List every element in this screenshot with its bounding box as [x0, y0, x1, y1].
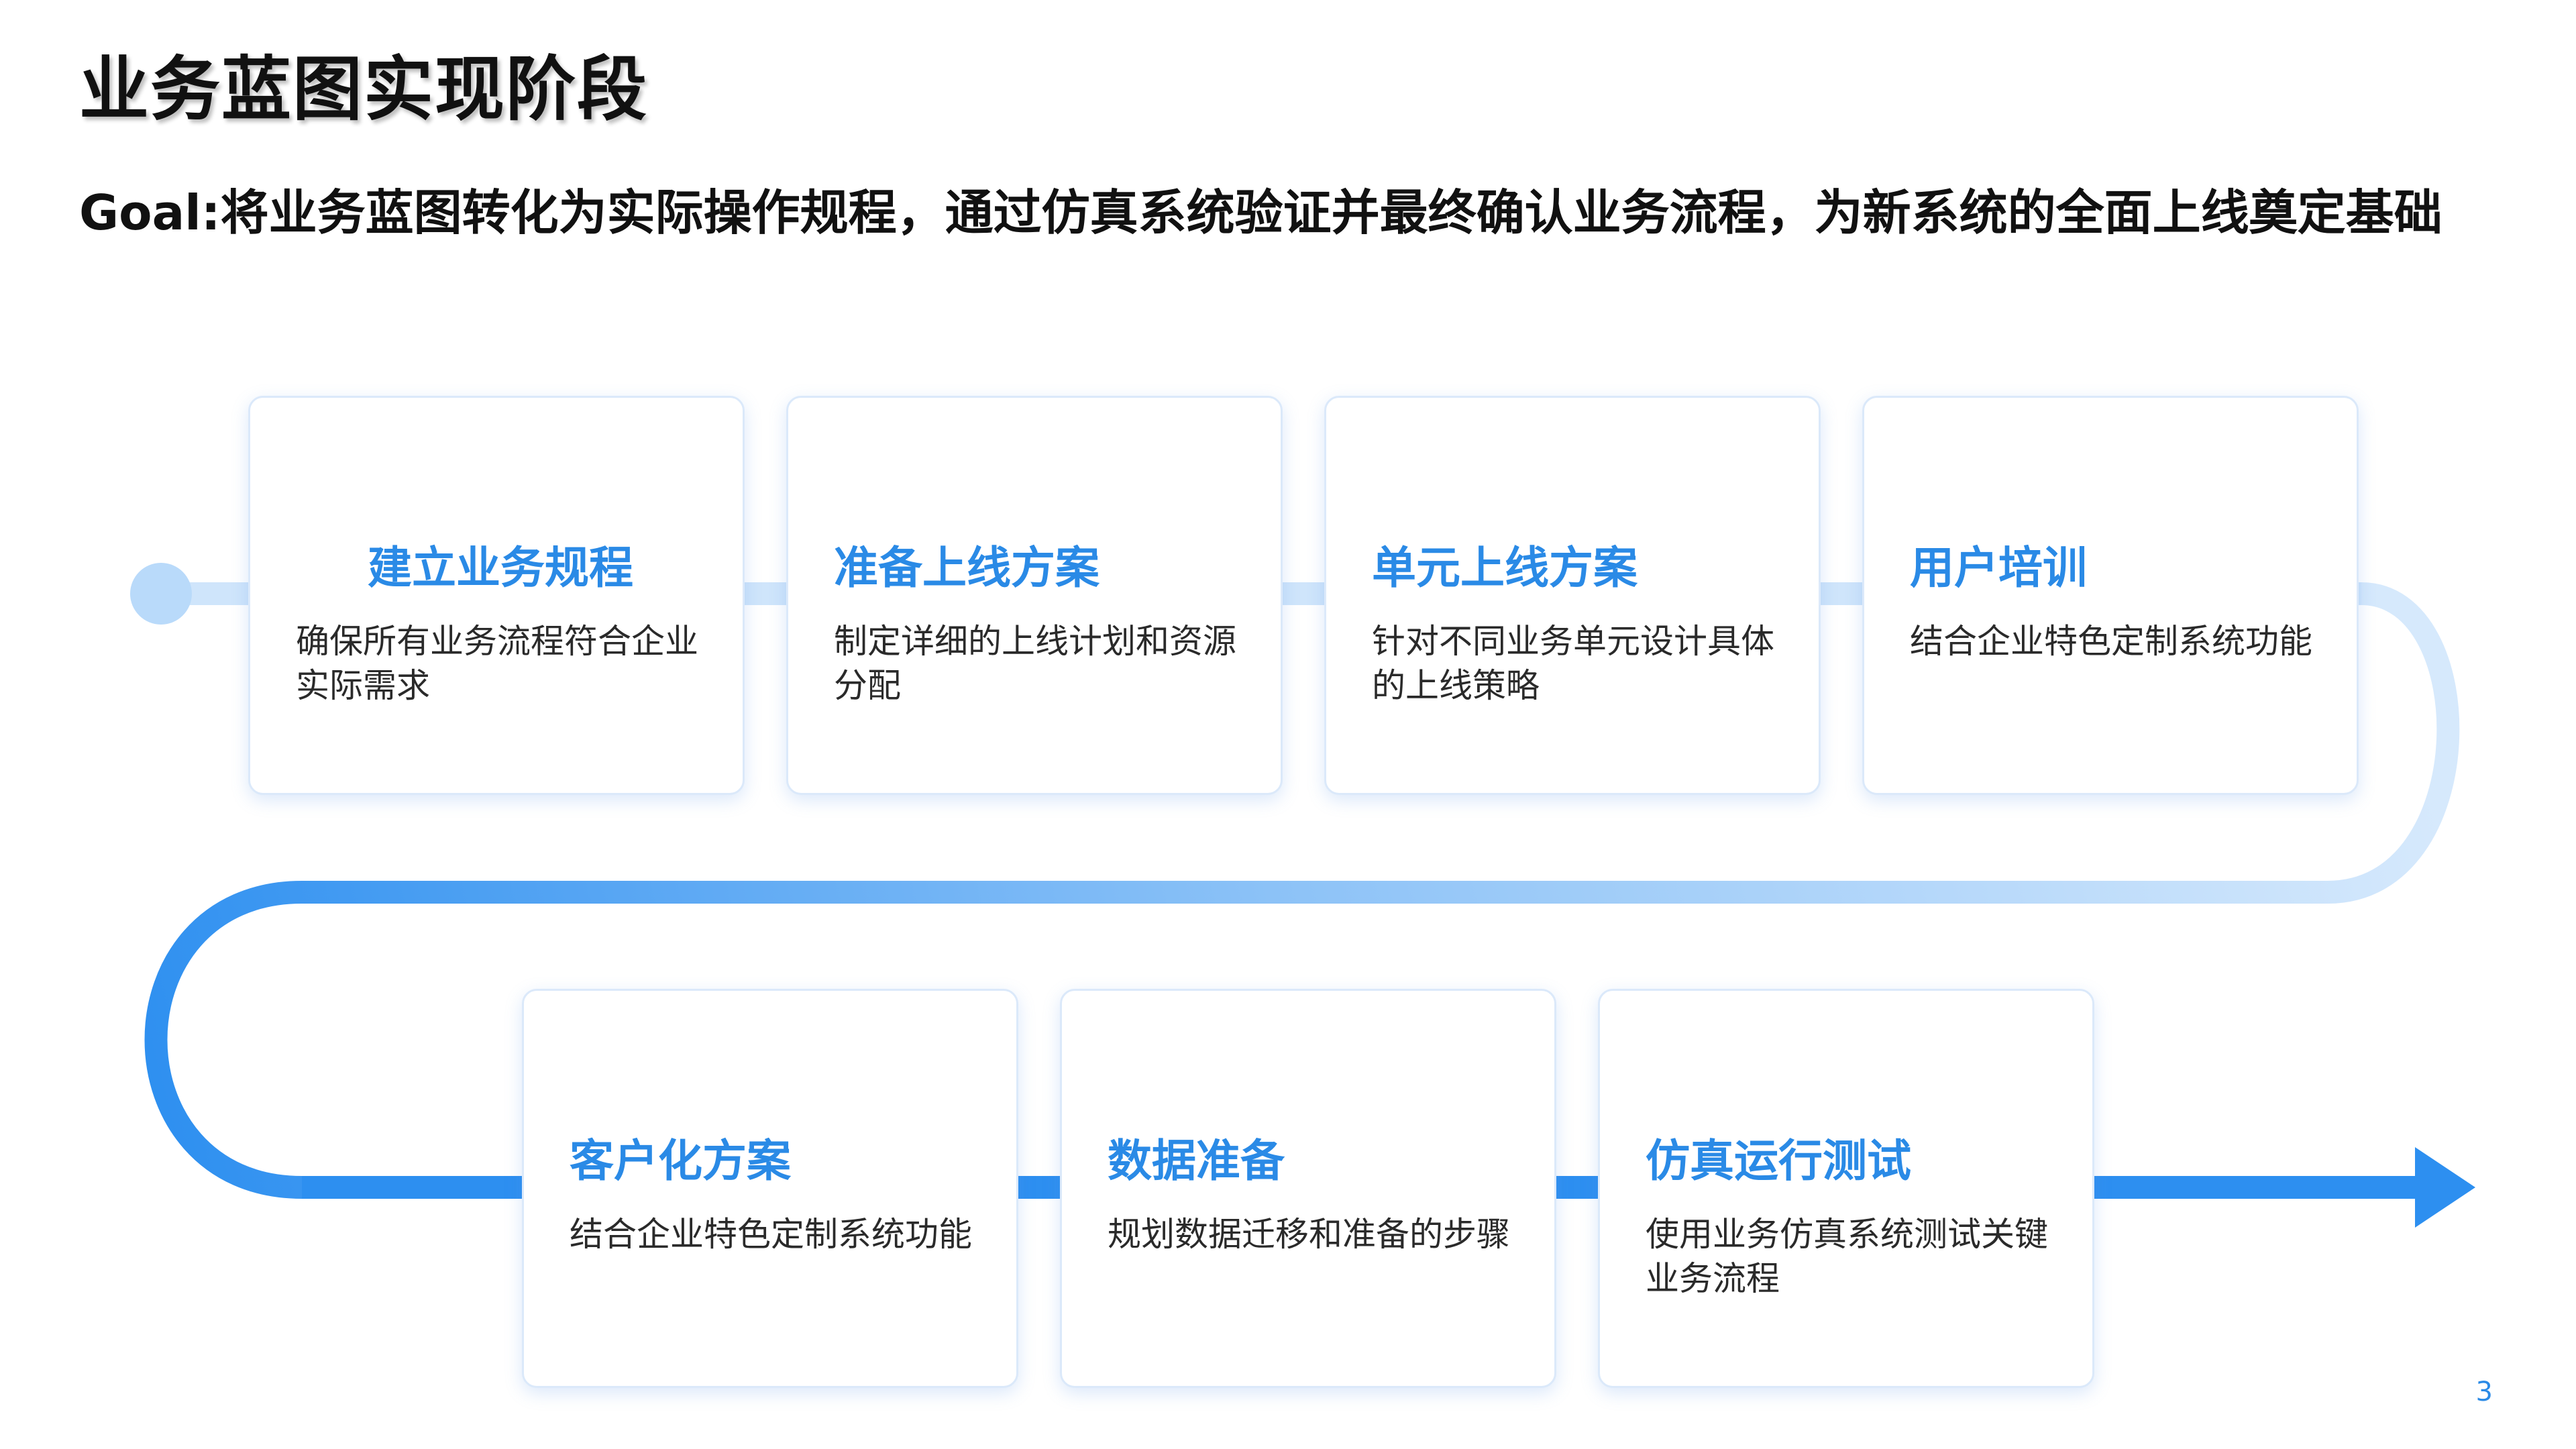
- step-card-6: 数据准备 规划数据迁移和准备的步骤: [1060, 989, 1556, 1388]
- step-desc: 确保所有业务流程符合企业实际需求: [296, 622, 698, 705]
- step-title: 准备上线方案: [834, 542, 1099, 594]
- page-number: 3: [2475, 1377, 2493, 1407]
- step-desc: 制定详细的上线计划和资源分配: [834, 622, 1236, 705]
- step-desc: 结合企业特色定制系统功能: [570, 1215, 972, 1254]
- goal-text: Goal:将业务蓝图转化为实际操作规程，通过仿真系统验证并最终确认业务流程，为新…: [79, 184, 2443, 241]
- step-card-5: 客户化方案 结合企业特色定制系统功能: [522, 989, 1018, 1388]
- step-title: 单元上线方案: [1372, 542, 1638, 594]
- step-title: 建立业务规程: [368, 542, 633, 594]
- step-card-1: 建立业务规程 确保所有业务流程符合企业实际需求: [248, 396, 745, 795]
- step-title: 用户培训: [1910, 542, 2087, 594]
- arrow-head: [2415, 1147, 2475, 1228]
- step-card-7: 仿真运行测试 使用业务仿真系统测试关键业务流程: [1598, 989, 2094, 1388]
- step-desc: 针对不同业务单元设计具体的上线策略: [1372, 622, 1774, 705]
- flow-line-curve: [144, 582, 2460, 1199]
- step-title: 仿真运行测试: [1646, 1135, 1911, 1187]
- step-desc: 规划数据迁移和准备的步骤: [1108, 1215, 1510, 1254]
- step-card-3: 单元上线方案 针对不同业务单元设计具体的上线策略: [1324, 396, 1821, 795]
- step-desc: 使用业务仿真系统测试关键业务流程: [1646, 1215, 2048, 1298]
- step-title: 数据准备: [1108, 1135, 1285, 1187]
- step-card-2: 准备上线方案 制定详细的上线计划和资源分配: [786, 396, 1283, 795]
- page-title: 业务蓝图实现阶段: [79, 48, 649, 130]
- step-card-4: 用户培训 结合企业特色定制系统功能: [1862, 396, 2359, 795]
- step-title: 客户化方案: [570, 1135, 791, 1187]
- start-dot: [130, 563, 192, 625]
- step-desc: 结合企业特色定制系统功能: [1910, 622, 2312, 661]
